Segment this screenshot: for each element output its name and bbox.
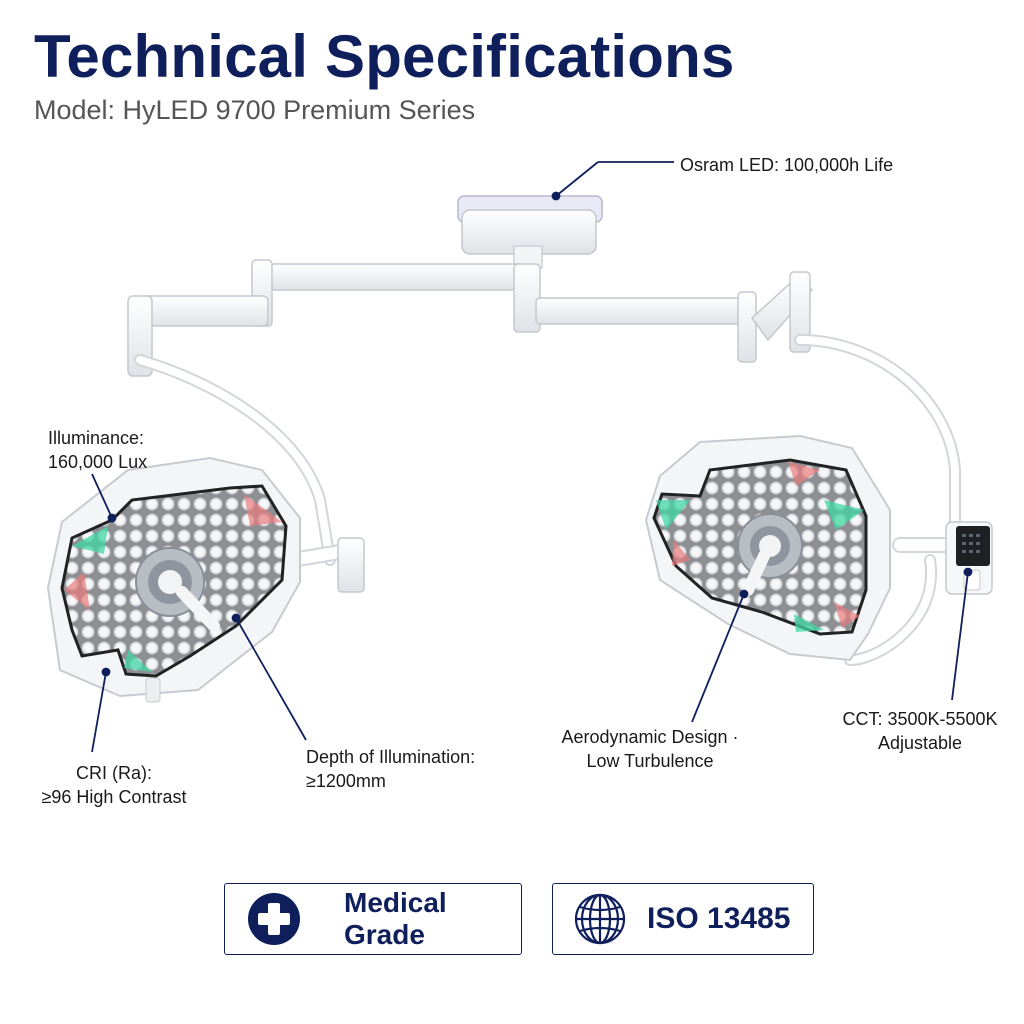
- depth-callout: Depth of Illumination: ≥1200mm: [306, 745, 475, 793]
- cri-callout: CRI (Ra): ≥96 High Contrast: [34, 761, 194, 809]
- aerodynamic-value: Low Turbulence: [586, 751, 714, 771]
- model-subtitle: Model: HyLED 9700 Premium Series: [34, 95, 476, 125]
- suspension-arms: [127, 259, 814, 377]
- illuminance-callout: Illuminance: 160,000 Lux: [48, 426, 147, 474]
- aerodynamic-label: Aerodynamic Design ·: [561, 727, 739, 747]
- illuminance-value: 160,000 Lux: [48, 452, 148, 472]
- osram-led-text: Osram LED: 100,000h Life: [680, 155, 894, 175]
- iso-badge: ISO 13485: [552, 883, 814, 955]
- globe-icon: [574, 893, 626, 945]
- cri-label: CRI (Ra):: [76, 763, 152, 783]
- cct-label: CCT: 3500K-5500K: [842, 709, 998, 729]
- medical-grade-badge: Medical Grade: [224, 883, 522, 955]
- ceiling-mount: [457, 195, 603, 269]
- depth-label: Depth of Illumination:: [306, 747, 476, 767]
- page-title: Technical Specifications: [34, 23, 735, 90]
- right-yoke: [794, 334, 961, 666]
- iso-label: ISO 13485: [647, 902, 791, 935]
- control-panel: [945, 521, 993, 595]
- cct-value: Adjustable: [877, 733, 963, 753]
- cri-value: ≥96 High Contrast: [41, 787, 187, 807]
- osram-led-callout: Osram LED: 100,000h Life: [680, 153, 893, 177]
- medical-cross-icon: [248, 893, 300, 945]
- cct-callout: CCT: 3500K-5500K Adjustable: [834, 707, 1006, 755]
- medical-grade-label: Medical Grade: [344, 887, 447, 950]
- depth-value: ≥1200mm: [306, 771, 386, 791]
- leader-lines: [91, 161, 973, 753]
- aerodynamic-callout: Aerodynamic Design · Low Turbulence: [552, 725, 748, 773]
- illuminance-label: Illuminance:: [48, 428, 145, 448]
- right-lamp-head: [644, 434, 891, 662]
